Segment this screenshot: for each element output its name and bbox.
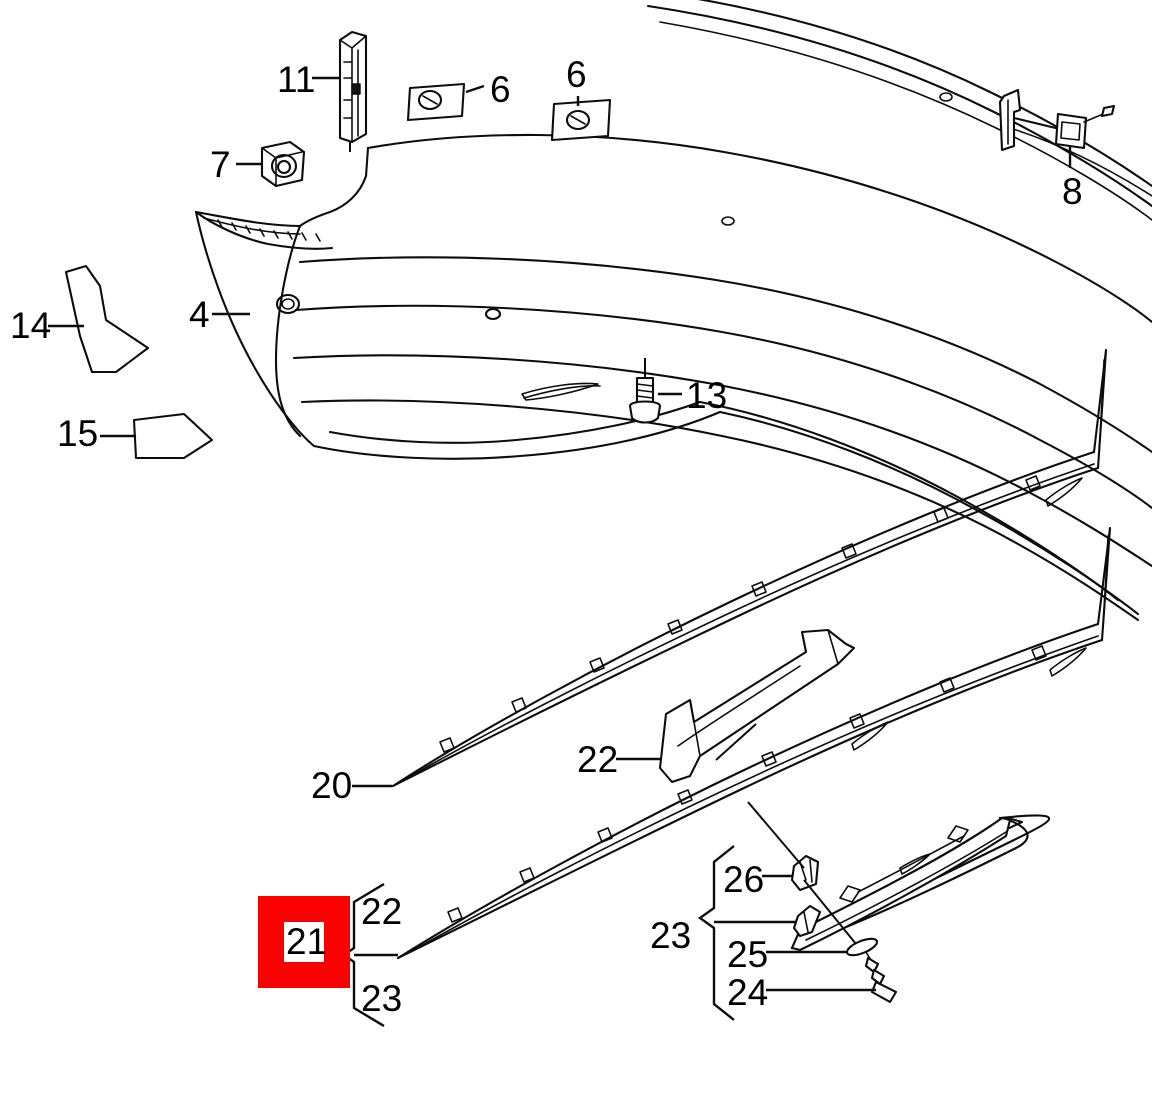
- part-side-trim-strip: [790, 814, 1051, 952]
- callout-20: 20: [311, 765, 353, 806]
- part-wedge-trim-14: [64, 264, 150, 374]
- callout-21-highlighted: 21: [286, 921, 328, 962]
- part-guide-rail-clip: [338, 30, 368, 152]
- part-mounting-bracket: [998, 88, 1116, 152]
- callout-15: 15: [57, 413, 99, 454]
- part-flange-screw: [628, 358, 662, 424]
- part-trim-clip-lower: [792, 904, 822, 938]
- part-lower-trim-strip: [396, 526, 1112, 960]
- callout-7: 7: [210, 144, 231, 185]
- callout-22-upper: 22: [577, 739, 619, 780]
- callout-6-a: 6: [490, 69, 511, 110]
- callout-14: 14: [10, 305, 52, 346]
- callout-13: 13: [686, 375, 728, 416]
- callout-8: 8: [1062, 171, 1083, 212]
- callout-6-b: 6: [566, 54, 587, 95]
- callout-25: 25: [727, 934, 769, 975]
- part-upper-trim-strip: [391, 348, 1108, 788]
- part-expansion-rivet: [845, 937, 898, 1004]
- callout-26: 26: [723, 859, 765, 900]
- part-wedge-filler-15: [132, 412, 214, 460]
- callout-11: 11: [277, 59, 316, 100]
- part-grommet-bracket: [260, 140, 306, 188]
- callout-24: 24: [727, 972, 769, 1013]
- leader-lines: [48, 76, 1072, 1028]
- part-retaining-plate-b: [550, 98, 612, 142]
- callout-22-lower: 22: [361, 891, 403, 932]
- callout-4: 4: [189, 294, 210, 335]
- part-trim-bracket-support: [658, 628, 856, 784]
- selected-part-highlight[interactable]: [258, 896, 350, 988]
- part-trim-clip: [790, 854, 820, 892]
- callout-23-left: 23: [361, 978, 403, 1019]
- part-retaining-plate-a: [406, 82, 466, 122]
- callout-23-right: 23: [650, 915, 692, 956]
